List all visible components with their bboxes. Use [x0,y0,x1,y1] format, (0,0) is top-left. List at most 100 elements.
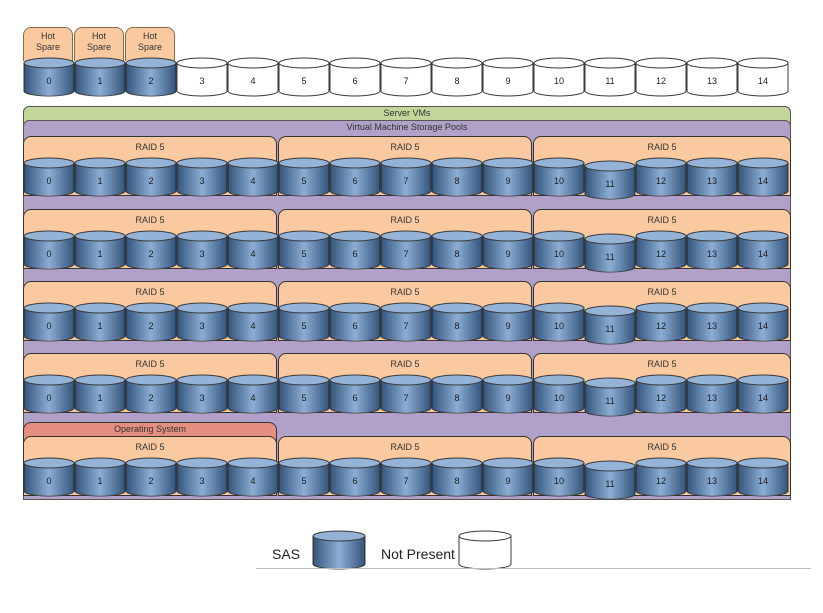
sas-disk: 4 [227,302,279,342]
sas-disk: 9 [482,374,534,414]
sas-disk: 9 [482,230,534,270]
sas-disk: 7 [380,302,432,342]
legend-not-present-label: Not Present [381,546,455,562]
disk-number: 14 [758,476,768,486]
disk-number: 2 [148,321,153,331]
disk-number: 3 [199,321,204,331]
disk-number: 13 [707,176,717,186]
sas-disk: 5 [278,302,330,342]
empty-slot-disk: 6 [329,57,381,97]
disk-number: 1 [97,176,102,186]
disk-number: 1 [97,249,102,259]
disk-number: 10 [554,249,564,259]
sas-disk: 8 [431,230,483,270]
sas-disk: 1 [74,57,126,97]
sas-disk: 9 [482,157,534,197]
disk-number: 11 [605,252,614,262]
disk-number: 2 [148,249,153,259]
disk-number: 4 [250,249,255,259]
raid-label: RAID 5 [647,142,677,152]
disk-number: 13 [707,321,717,331]
sas-disk: 5 [278,374,330,414]
sas-disk: 13 [686,457,738,497]
disk-number: 4 [250,476,255,486]
disk-number: 9 [505,76,510,86]
sas-disk: 2 [125,157,177,197]
sas-disk: 0 [23,57,75,97]
storage-pools-label: Virtual Machine Storage Pools [346,122,468,132]
legend-not-present-icon [458,530,512,570]
legend-sas-icon [312,530,366,570]
raid-label: RAID 5 [647,287,677,297]
raid-label: RAID 5 [390,215,420,225]
disk-number: 4 [250,393,255,403]
hot-spare-tab: Hot Spare [23,27,73,61]
raid-label: RAID 5 [647,359,677,369]
sas-disk: 10 [533,157,585,197]
sas-disk: 9 [482,457,534,497]
empty-slot-disk: 5 [278,57,330,97]
disk-number: 2 [148,393,153,403]
sas-disk: 3 [176,302,228,342]
sas-disk: 13 [686,374,738,414]
sas-disk: 2 [125,57,177,97]
legend-divider [256,568,811,569]
disk-number: 5 [301,476,306,486]
sas-disk: 11 [584,160,636,200]
disk-number: 7 [403,76,408,86]
disk-number: 7 [403,321,408,331]
disk-number: 7 [403,176,408,186]
disk-number: 12 [656,176,666,186]
disk-number: 1 [97,321,102,331]
raid-label: RAID 5 [390,359,420,369]
disk-number: 12 [656,393,666,403]
sas-disk: 3 [176,230,228,270]
sas-disk: 1 [74,230,126,270]
disk-number: 11 [605,179,614,189]
sas-disk: 7 [380,157,432,197]
disk-number: 12 [656,476,666,486]
sas-disk: 12 [635,230,687,270]
disk-number: 0 [46,176,51,186]
sas-disk: 5 [278,157,330,197]
disk-number: 0 [46,76,51,86]
disk-number: 13 [707,249,717,259]
hot-spare-tab: Hot Spare [125,27,175,61]
disk-number: 0 [46,393,51,403]
sas-disk: 1 [74,157,126,197]
disk-number: 5 [301,249,306,259]
sas-disk: 7 [380,457,432,497]
sas-disk: 3 [176,374,228,414]
sas-disk: 6 [329,457,381,497]
sas-disk: 11 [584,233,636,273]
disk-number: 11 [605,76,614,86]
empty-slot-disk: 9 [482,57,534,97]
disk-number: 6 [352,321,357,331]
disk-number: 1 [97,76,102,86]
raid-label: RAID 5 [390,442,420,452]
disk-number: 9 [505,476,510,486]
disk-number: 3 [199,393,204,403]
server-vms-label: Server VMs [383,108,431,118]
sas-disk: 7 [380,374,432,414]
sas-disk: 8 [431,157,483,197]
sas-disk: 11 [584,377,636,417]
disk-number: 3 [199,76,204,86]
sas-disk: 5 [278,230,330,270]
disk-number: 8 [454,393,459,403]
raid-label: RAID 5 [390,142,420,152]
disk-number: 13 [707,476,717,486]
disk-number: 3 [199,176,204,186]
sas-disk: 6 [329,230,381,270]
empty-slot-disk: 13 [686,57,738,97]
sas-disk: 0 [23,157,75,197]
disk-number: 6 [352,76,357,86]
disk-number: 7 [403,393,408,403]
disk-number: 13 [707,76,717,86]
disk-number: 14 [758,393,768,403]
sas-disk: 11 [584,460,636,500]
disk-number: 1 [97,476,102,486]
empty-slot-disk: 8 [431,57,483,97]
disk-number: 14 [758,76,768,86]
disk-number: 8 [454,76,459,86]
